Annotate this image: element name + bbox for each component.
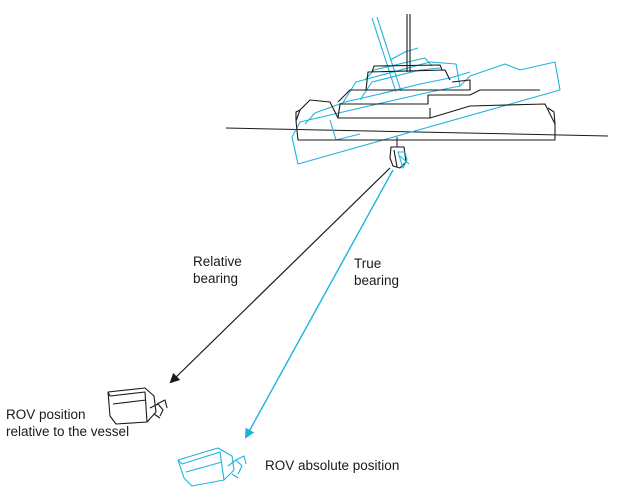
rov-absolute-icon bbox=[177, 447, 247, 487]
true-bearing-label: True bearing bbox=[354, 256, 400, 288]
rov-relative-label: ROV position relative to the vessel bbox=[6, 407, 130, 439]
vessel-outline-icon bbox=[295, 14, 556, 141]
relative-bearing-arrow bbox=[169, 167, 391, 384]
rov-icon bbox=[389, 146, 410, 169]
rov-relative-icon bbox=[107, 387, 168, 425]
vessel-rotated-icon bbox=[291, 16, 561, 165]
rov-absolute-label: ROV absolute position bbox=[265, 458, 400, 473]
waterline bbox=[225, 127, 609, 137]
true-bearing-arrow bbox=[245, 169, 394, 439]
relative-bearing-label: Relative bearing bbox=[193, 254, 242, 286]
